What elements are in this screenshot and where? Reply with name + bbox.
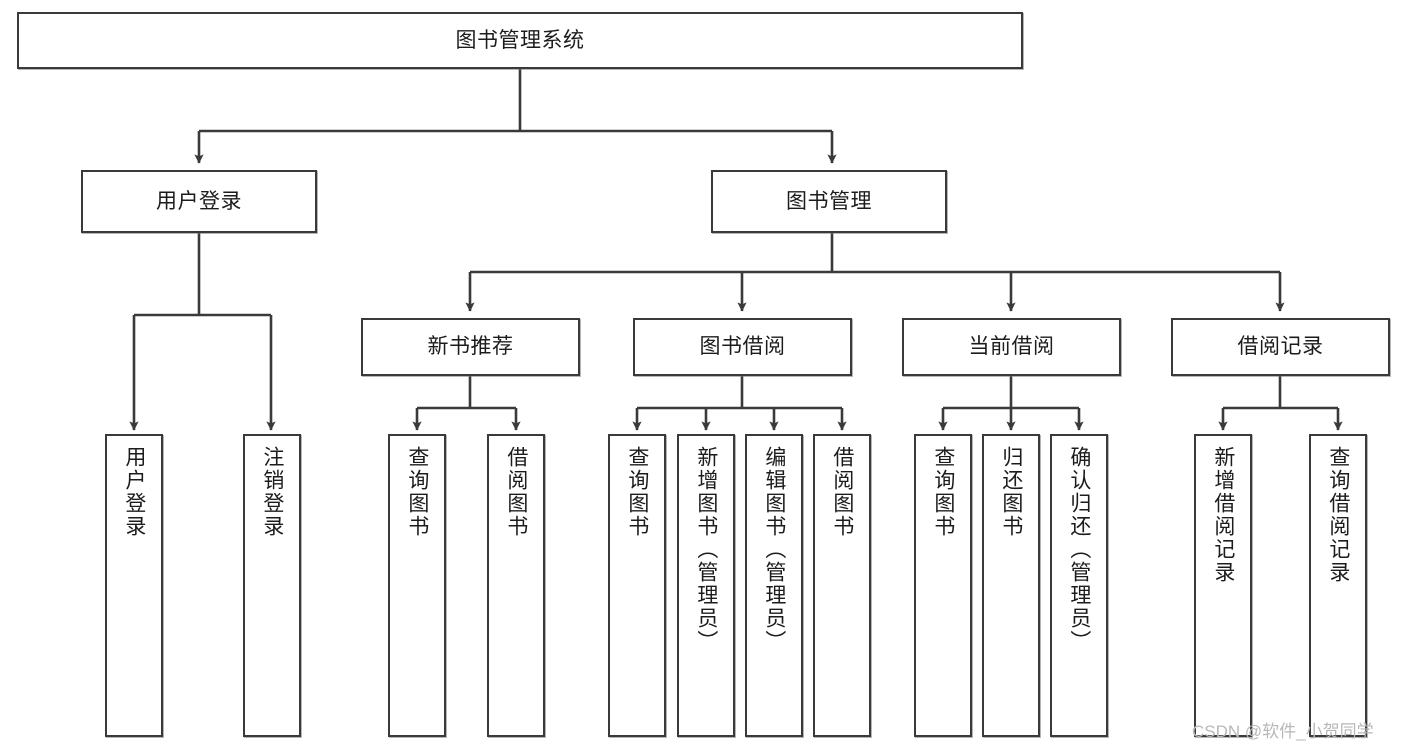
leaf-query-book-3-label: 查询图书: [931, 446, 955, 538]
leaf-query-book-1[interactable]: 查询图书: [388, 434, 446, 737]
leaf-confirm-return[interactable]: 确认归还（管理员）: [1050, 434, 1108, 737]
leaf-query-book-2[interactable]: 查询图书: [608, 434, 666, 737]
leaf-return-book[interactable]: 归还图书: [982, 434, 1040, 737]
leaf-return-book-label: 归还图书: [999, 446, 1023, 538]
node-user-login-label: 用户登录: [156, 189, 242, 213]
leaf-logout-login[interactable]: 注销登录: [243, 434, 301, 737]
node-current-borrow[interactable]: 当前借阅: [902, 318, 1121, 376]
leaf-add-record-label: 新增借阅记录: [1211, 446, 1235, 584]
node-borrow-record-label: 借阅记录: [1237, 335, 1324, 359]
leaf-borrow-book-1[interactable]: 借阅图书: [487, 434, 545, 737]
leaf-confirm-return-label: 确认归还（管理员）: [1067, 446, 1091, 653]
leaf-borrow-book-2-label: 借阅图书: [830, 446, 854, 538]
leaf-add-book[interactable]: 新增图书（管理员）: [677, 434, 735, 737]
node-borrow-record[interactable]: 借阅记录: [1171, 318, 1390, 376]
node-book-borrow-label: 图书借阅: [699, 335, 786, 359]
csdn-watermark: CSDN @软件_小贺同学: [1192, 722, 1374, 741]
leaf-add-record[interactable]: 新增借阅记录: [1194, 434, 1252, 737]
leaf-edit-book[interactable]: 编辑图书（管理员）: [745, 434, 803, 737]
leaf-borrow-book-2[interactable]: 借阅图书: [813, 434, 871, 737]
leaf-query-book-1-label: 查询图书: [405, 446, 429, 538]
node-current-borrow-label: 当前借阅: [968, 335, 1055, 359]
leaf-query-record[interactable]: 查询借阅记录: [1309, 434, 1367, 737]
leaf-add-book-label: 新增图书（管理员）: [694, 446, 718, 653]
node-root-label: 图书管理系统: [455, 28, 585, 52]
leaf-logout-login-label: 注销登录: [260, 446, 284, 538]
node-book-borrow[interactable]: 图书借阅: [633, 318, 852, 376]
leaf-user-login-label: 用户登录: [122, 446, 146, 538]
node-book-manage[interactable]: 图书管理: [711, 170, 947, 233]
leaf-edit-book-label: 编辑图书（管理员）: [762, 446, 786, 653]
node-user-login[interactable]: 用户登录: [81, 170, 317, 233]
leaf-borrow-book-1-label: 借阅图书: [504, 446, 528, 538]
leaf-user-login[interactable]: 用户登录: [105, 434, 163, 737]
leaf-query-book-2-label: 查询图书: [625, 446, 649, 538]
node-new-book-rec-label: 新书推荐: [427, 335, 514, 359]
leaf-query-book-3[interactable]: 查询图书: [914, 434, 972, 737]
node-root[interactable]: 图书管理系统: [17, 12, 1023, 69]
leaf-query-record-label: 查询借阅记录: [1326, 446, 1350, 584]
node-book-manage-label: 图书管理: [786, 189, 872, 213]
node-new-book-rec[interactable]: 新书推荐: [361, 318, 580, 376]
